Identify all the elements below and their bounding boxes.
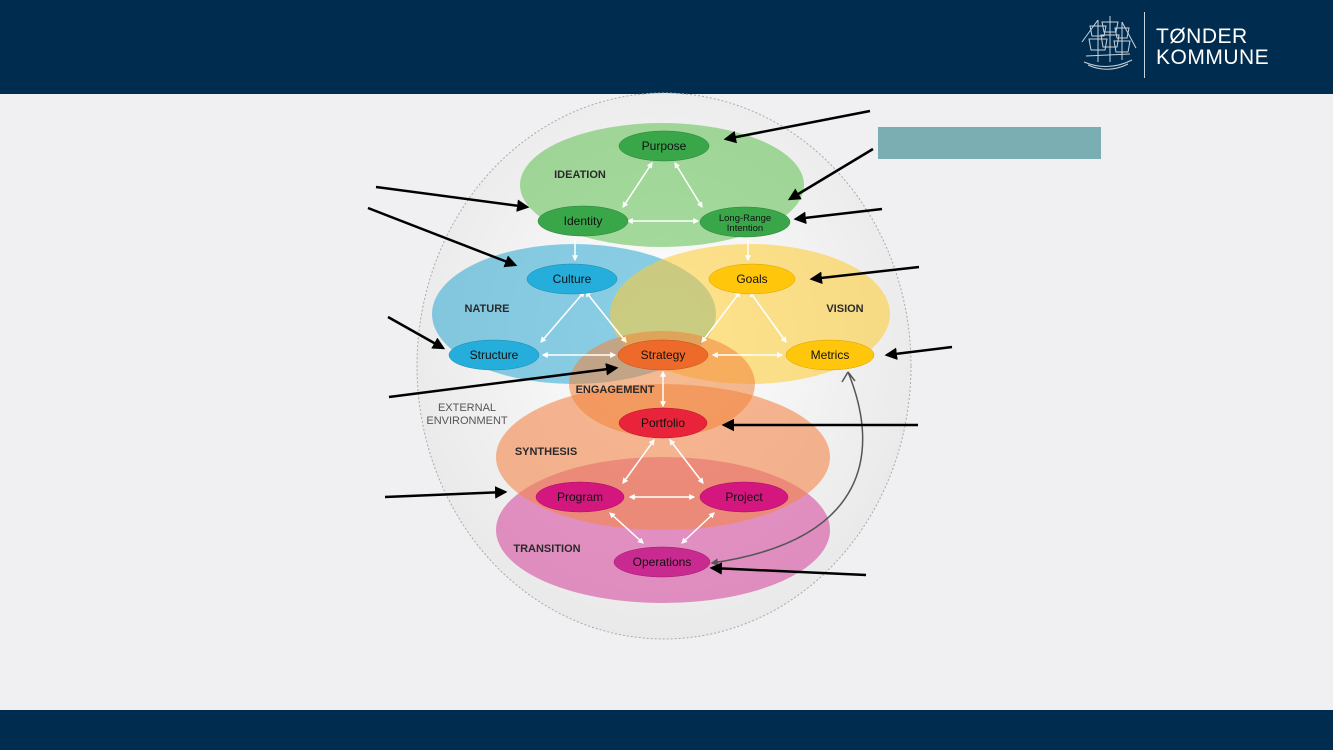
tonder-kommune-logo[interactable]: TØNDER KOMMUNE	[1078, 10, 1298, 82]
node-culture-label: Culture	[553, 272, 592, 286]
zone-label-synthesis: SYNTHESIS	[515, 446, 577, 458]
zone-label-nature: NATURE	[464, 303, 509, 315]
logo-text: TØNDER KOMMUNE	[1156, 26, 1269, 68]
logo-line-1: TØNDER	[1156, 25, 1248, 48]
external-environment-label-2: ENVIRONMENT	[426, 415, 508, 427]
node-goals-label: Goals	[736, 272, 767, 286]
node-project-label: Project	[725, 490, 763, 504]
node-operations[interactable]: Operations	[613, 546, 711, 578]
down-connectors	[572, 240, 751, 262]
node-strategy[interactable]: Strategy	[617, 339, 709, 371]
logo-divider	[1144, 12, 1145, 78]
node-identity[interactable]: Identity	[537, 205, 629, 237]
zone-label-engagement: ENGAGEMENT	[576, 384, 655, 396]
teal-placeholder-box	[878, 127, 1101, 159]
zone-label-ideation: IDEATION	[554, 169, 606, 181]
node-metrics-label: Metrics	[811, 348, 850, 362]
node-metrics[interactable]: Metrics	[785, 339, 875, 371]
node-portfolio[interactable]: Portfolio	[618, 407, 708, 439]
logo-line-2: KOMMUNE	[1156, 46, 1270, 69]
node-program[interactable]: Program	[535, 481, 625, 513]
node-strategy-label: Strategy	[641, 348, 686, 362]
zone-label-vision: VISION	[826, 303, 863, 315]
node-purpose[interactable]: Purpose	[618, 130, 710, 162]
node-portfolio-label: Portfolio	[641, 416, 685, 430]
node-culture[interactable]: Culture	[526, 263, 618, 295]
node-identity-label: Identity	[564, 214, 603, 228]
node-intention-label-2: Intention	[727, 223, 763, 234]
ship-icon	[1081, 16, 1137, 70]
connector-arrows	[540, 161, 787, 544]
node-goals[interactable]: Goals	[708, 263, 796, 295]
zone-label-transition: TRANSITION	[513, 543, 580, 555]
callout-arrows	[367, 109, 953, 577]
footer-bar	[0, 710, 1333, 750]
node-program-label: Program	[557, 490, 603, 504]
node-intention-label-1: Long-Range	[719, 213, 771, 224]
node-project[interactable]: Project	[699, 481, 789, 513]
node-structure-label: Structure	[470, 348, 519, 362]
external-environment-label-1: EXTERNAL	[438, 402, 496, 414]
header-bar: TØNDER KOMMUNE	[0, 0, 1333, 94]
node-long-range-intention[interactable]: Long-Range Intention	[699, 206, 791, 238]
node-operations-label: Operations	[633, 555, 692, 569]
node-purpose-label: Purpose	[642, 139, 687, 153]
metrics-to-operations-arrow	[710, 371, 864, 566]
node-structure[interactable]: Structure	[448, 339, 540, 371]
